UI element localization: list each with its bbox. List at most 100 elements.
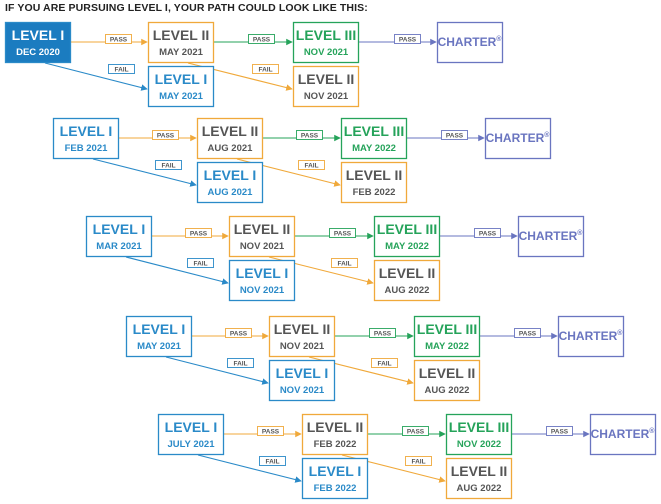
row1-level2-box-frame: [147, 21, 215, 64]
row5-charter-box: CHARTER®: [589, 413, 657, 456]
row5-start-title: LEVEL I: [165, 419, 218, 435]
row2-pass-tag-3-frame: [441, 130, 468, 140]
row5-retake-level2-date: AUG 2022: [457, 483, 502, 494]
row2-pass-tag-2-label: PASS: [301, 133, 319, 140]
row5-fail-tag-2: FAIL: [405, 456, 432, 466]
row4-fail-tag-2-frame: [371, 358, 398, 368]
row3-level3-box-frame: [373, 215, 441, 258]
row5-fail-tag-1-label: FAIL: [265, 459, 279, 466]
row1-charter-mark: ®: [496, 35, 502, 43]
row3-retake-level2-box-frame: [373, 259, 441, 302]
row1-pass-tag-2: PASS: [248, 34, 275, 44]
row4-pass-tag-2: PASS: [369, 328, 396, 338]
row1-retake-level2-box-frame: [292, 65, 360, 108]
row2-retake-level2-box-frame: [340, 161, 408, 204]
row1-retake-level2-title: LEVEL II: [298, 71, 355, 87]
row3-charter-label: CHARTER®: [519, 229, 584, 243]
row1-level3-date: NOV 2021: [304, 47, 349, 58]
row4-retake-level2-title: LEVEL II: [419, 365, 476, 381]
row3-fail-tag-2: FAIL: [331, 258, 358, 268]
row1-fail-tag-1-label: FAIL: [114, 67, 128, 74]
row4-fail-tag-1-label: FAIL: [233, 361, 247, 368]
row5-pass-tag-2-frame: [402, 426, 429, 436]
row2-charter-label: CHARTER®: [486, 131, 551, 145]
row5-level3-date: NOV 2022: [457, 439, 501, 450]
row2-level3-box: LEVEL III MAY 2022: [340, 117, 408, 160]
row1-pass-tag-1-label: PASS: [110, 37, 128, 44]
row2-pass-tag-1: PASS: [152, 130, 179, 140]
row5-pass-tag-1: PASS: [257, 426, 284, 436]
row4-pass-tag-1-frame: [225, 328, 252, 338]
row2-pass-tag-1-label: PASS: [157, 133, 175, 140]
row4-start-box-frame: [125, 315, 193, 358]
row4-level3-date: MAY 2022: [425, 341, 469, 352]
row1-retake-level1-box-frame: [147, 65, 215, 108]
row3-retake-level2-date: AUG 2022: [385, 285, 430, 296]
row1-pass-tag-2-frame: [248, 34, 275, 44]
row5-fail-tag-1-frame: [259, 456, 286, 466]
row1-pass-tag-1-frame: [105, 34, 132, 44]
row1-fail-tag-2-frame: [252, 64, 279, 74]
row2-start-title: LEVEL I: [60, 123, 113, 139]
row3-retake-level1-date: NOV 2021: [240, 285, 285, 296]
row4-pass-tag-3-frame: [514, 328, 541, 338]
row3-level3-date: MAY 2022: [385, 241, 429, 252]
row4-charter-box: CHARTER®: [557, 315, 625, 358]
row4-level2-date: NOV 2021: [280, 341, 325, 352]
row1-fail-tag-2: FAIL: [252, 64, 279, 74]
row3-start-date: MAR 2021: [96, 241, 142, 252]
row3-fail-arrow-1: [125, 256, 229, 285]
row5-level2-date: FEB 2022: [314, 439, 357, 450]
row4-charter-box-frame: [557, 315, 625, 358]
row3-fail-tag-1-label: FAIL: [193, 261, 207, 268]
row5-fail-tag-1: FAIL: [259, 456, 286, 466]
row3-retake-level2-title: LEVEL II: [379, 265, 436, 281]
row2-retake-level2-date: FEB 2022: [353, 187, 396, 198]
row2-fail-tag-1-label: FAIL: [161, 163, 175, 170]
row5-fail-arrow-1: [197, 454, 302, 483]
row4-retake-level2-box-frame: [413, 359, 481, 402]
row2-pass-tag-2: PASS: [296, 130, 323, 140]
row2-level3-date: MAY 2022: [352, 143, 396, 154]
row3-fail-tag-2-frame: [331, 258, 358, 268]
row5-retake-level1-box-frame: [301, 457, 369, 500]
row4-fail-tag-2: FAIL: [371, 358, 398, 368]
row5-pass-tag-3-frame: [546, 426, 573, 436]
row5-pass-tag-3: PASS: [546, 426, 573, 436]
row2-pass-tag-2-frame: [296, 130, 323, 140]
row2-charter-box: CHARTER®: [484, 117, 552, 160]
row2-level2-box-frame: [196, 117, 264, 160]
row1-pass-tag-3: PASS: [394, 34, 421, 44]
row3-retake-level1-box-frame: [228, 259, 296, 302]
row2-level3-title: LEVEL III: [344, 123, 404, 139]
row3-start-title: LEVEL I: [93, 221, 146, 237]
row1-level3-title: LEVEL III: [296, 27, 356, 43]
row5-start-box-frame: [157, 413, 225, 456]
row3-pass-tag-1-label: PASS: [190, 231, 208, 238]
row1-fail-arrow-1: [44, 62, 148, 91]
row1-start-box-frame: [4, 21, 72, 64]
row3-pass-tag-2-frame: [329, 228, 356, 238]
row2-level3-box-frame: [340, 117, 408, 160]
row2-start-date: FEB 2021: [65, 143, 108, 154]
row3-pass-tag-3-frame: [474, 228, 501, 238]
row1-retake-level1-title: LEVEL I: [155, 71, 208, 87]
row1-pass-tag-2-label: PASS: [253, 37, 271, 44]
row3-charter-box: CHARTER®: [517, 215, 585, 258]
row4-level2-box-frame: [268, 315, 336, 358]
row5-pass-tag-2-label: PASS: [407, 429, 425, 436]
row1-fail-tag-1: FAIL: [108, 64, 135, 74]
row4-fail-arrow-1: [165, 356, 269, 385]
row5-fail-tag-2-frame: [405, 456, 432, 466]
row1-pass-tag-3-frame: [394, 34, 421, 44]
